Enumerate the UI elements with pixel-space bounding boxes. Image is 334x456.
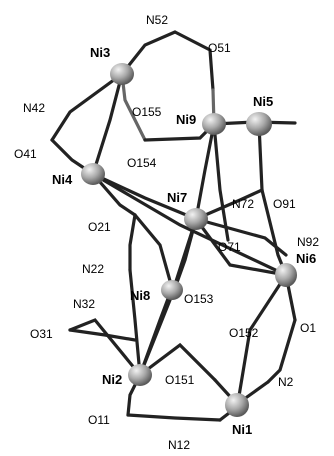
label-ni4: Ni4: [52, 172, 73, 187]
atom-ni7: [184, 208, 208, 230]
atom-ni4: [81, 163, 105, 185]
bond-ni4-ni7: [91, 172, 198, 221]
bond-ni9-ni7: [194, 122, 216, 221]
bond-ni2-o151: [138, 342, 217, 382]
label-o153: O153: [184, 292, 214, 306]
bond-n32-o31: [68, 328, 137, 342]
bond-o21-n22: [128, 213, 137, 272]
label-ni1: Ni1: [232, 422, 252, 437]
label-ni6: Ni6: [296, 251, 316, 266]
bond-ni7-n72: [194, 188, 264, 221]
label-ni2: Ni2: [102, 372, 122, 387]
label-o154: O154: [127, 156, 157, 170]
label-o31: O31: [30, 327, 53, 341]
label-o1: O1: [300, 321, 316, 335]
label-n2: N2: [278, 375, 294, 389]
label-o11: O11: [88, 413, 110, 427]
label-ni9: Ni9: [176, 112, 196, 127]
bond-n22-ni2: [128, 268, 142, 377]
atom-ni9: [202, 113, 226, 135]
label-o71: O71: [218, 240, 241, 254]
bond-o21-ni8: [133, 213, 174, 290]
bond-ni4-o21: [91, 172, 137, 217]
atoms: [81, 63, 297, 417]
bond-ni3-ni4: [91, 72, 124, 176]
bond-ni2-n32: [68, 318, 142, 377]
label-n42: N42: [23, 101, 45, 115]
label-o51: O51: [208, 41, 231, 55]
label-ni8: Ni8: [130, 288, 150, 303]
bond-ni7-n92: [194, 217, 288, 257]
label-ni5: Ni5: [253, 94, 273, 109]
label-o152: O152: [229, 326, 259, 340]
label-ni3: Ni3: [90, 45, 110, 60]
bond-n52-o51: [173, 30, 215, 92]
atom-ni3: [110, 63, 134, 85]
bond-ni6-o152: [236, 273, 288, 404]
label-n32: N32: [73, 297, 95, 311]
label-o155: O155: [132, 105, 162, 119]
label-o41: O41: [14, 147, 37, 161]
atom-ni5: [246, 112, 272, 136]
label-o21: O21: [88, 220, 111, 234]
bond-ni3-n52: [120, 30, 177, 76]
label-n12: N12: [168, 438, 190, 452]
label-n72: N72: [232, 197, 254, 211]
atom-ni2: [128, 364, 152, 386]
atom-ni1: [225, 393, 249, 417]
atom-ni8: [161, 280, 183, 300]
atom-labels: N52 O51 Ni3 Ni9 Ni5 N42 O155 O41 O154 Ni…: [14, 13, 319, 452]
bond-ni4-ni6-long: [91, 172, 288, 277]
bond-ni3-n42: [50, 72, 124, 142]
label-o151: O151: [165, 373, 195, 387]
bond-ni9-o71: [212, 122, 230, 242]
atom-ni6: [275, 263, 297, 287]
label-o91: O91: [273, 197, 296, 211]
label-n22: N22: [82, 262, 104, 276]
bond-o1-n2: [266, 318, 297, 384]
label-n92: N92: [297, 235, 319, 249]
label-n52: N52: [146, 13, 168, 27]
bond-ni6-o153: [194, 217, 288, 277]
bond-o11-n12: [126, 413, 222, 422]
label-ni7: Ni7: [167, 190, 187, 205]
